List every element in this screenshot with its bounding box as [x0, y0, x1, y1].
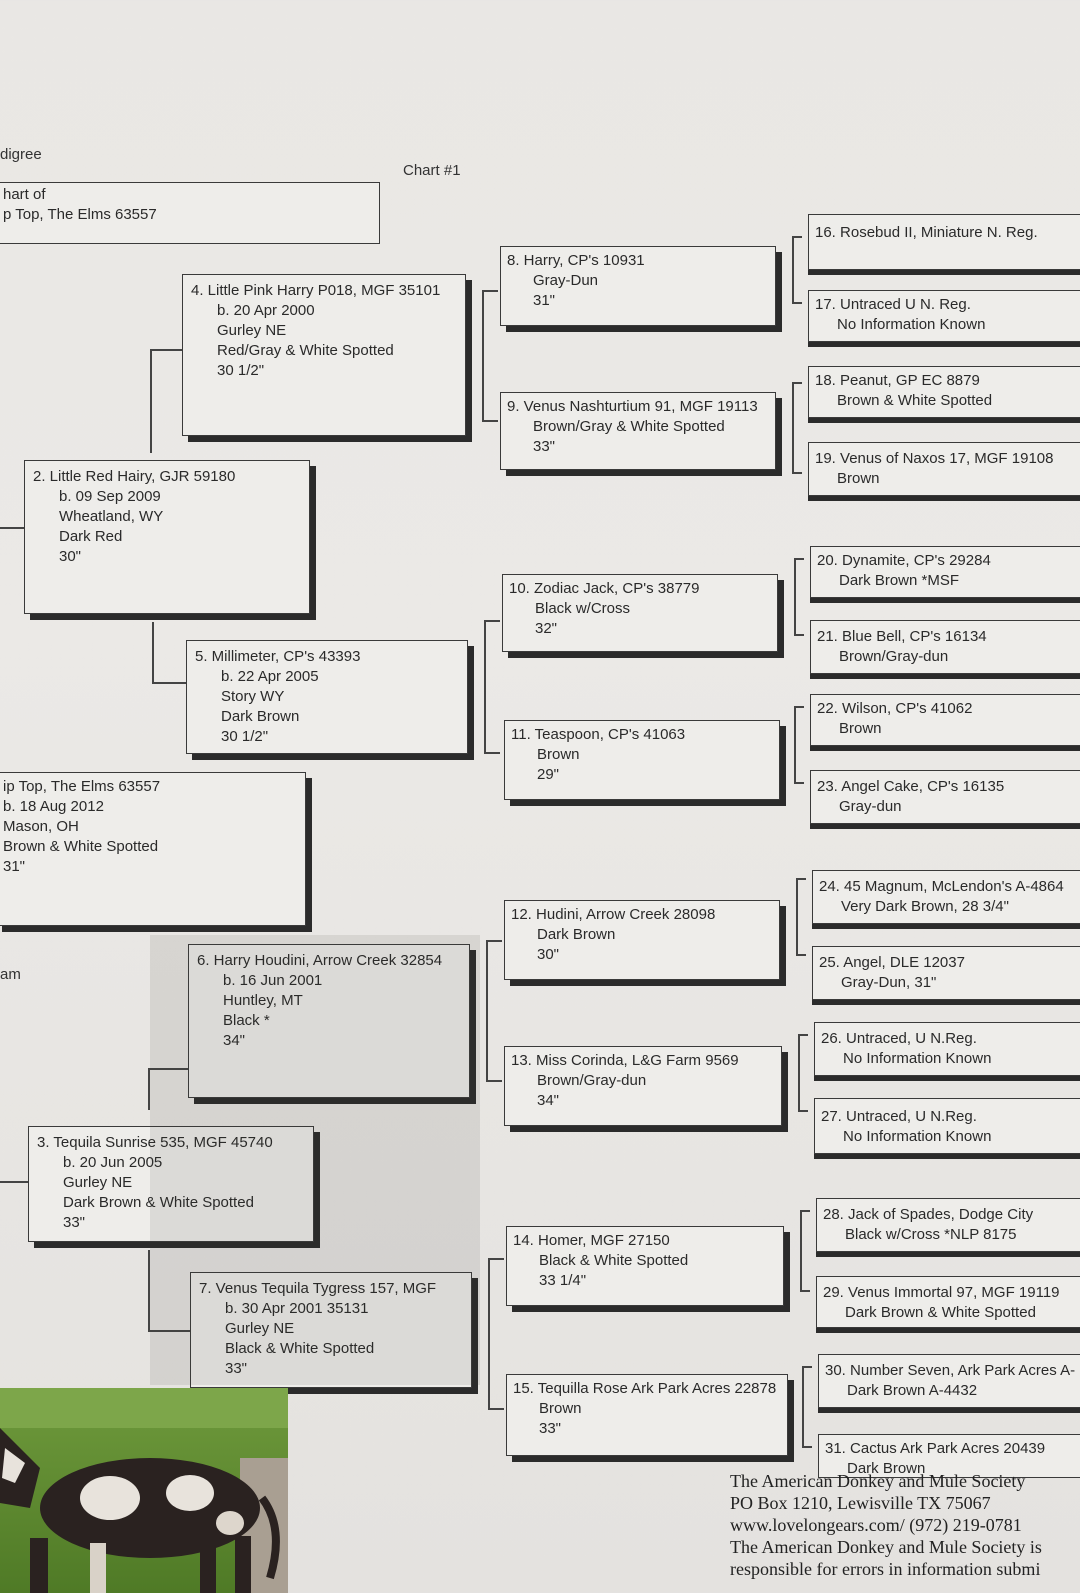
ancestor-27-box: 27. Untraced, U N.Reg. No Information Kn…	[814, 1098, 1080, 1154]
ancestor-25-box: 25. Angel, DLE 12037 Gray-Dun, 31"	[812, 946, 1080, 1000]
sire-box: 2. Little Red Hairy, GJR 59180 b. 09 Sep…	[24, 460, 310, 614]
ancestor-13-box: 13. Miss Corinda, L&G Farm 9569 Brown/Gr…	[504, 1046, 782, 1126]
ancestor-23-box: 23. Angel Cake, CP's 16135 Gray-dun	[810, 770, 1080, 824]
ancestor-30-box: 30. Number Seven, Ark Park Acres A- Dark…	[818, 1354, 1080, 1408]
sire-name: 2. Little Red Hairy, GJR 59180	[33, 468, 236, 485]
society-footer: The American Donkey and Mule Society PO …	[730, 1470, 1080, 1580]
chart-of-subject: p Top, The Elms 63557	[3, 206, 157, 223]
ancestor-16-box: 16. Rosebud II, Miniature N. Reg.	[808, 214, 1080, 270]
ancestor-7-box: 7. Venus Tequila Tygress 157, MGF b. 30 …	[190, 1272, 472, 1388]
ancestor-15-box: 15. Tequilla Rose Ark Park Acres 22878 B…	[506, 1374, 788, 1456]
dam-box: 3. Tequila Sunrise 535, MGF 45740 b. 20 …	[28, 1126, 314, 1242]
ancestor-26-box: 26. Untraced, U N.Reg. No Information Kn…	[814, 1022, 1080, 1076]
donkey-photo	[0, 1388, 288, 1593]
ancestor-31-box: 31. Cactus Ark Park Acres 20439 Dark Bro…	[818, 1434, 1080, 1478]
ancestor-22-box: 22. Wilson, CP's 41062 Brown	[810, 694, 1080, 746]
ancestor-28-box: 28. Jack of Spades, Dodge City Black w/C…	[816, 1198, 1080, 1252]
ancestor-9-box: 9. Venus Nashturtium 91, MGF 19113 Brown…	[500, 392, 776, 470]
ancestor-20-box: 20. Dynamite, CP's 29284 Dark Brown *MSF	[810, 546, 1080, 598]
society-disclaimer-2: responsible for errors in information su…	[730, 1559, 1041, 1579]
ancestor-8-box: 8. Harry, CP's 10931 Gray-Dun 31"	[500, 246, 776, 326]
ancestor-18-box: 18. Peanut, GP EC 8879 Brown & White Spo…	[808, 366, 1080, 418]
page-title: digree	[0, 146, 42, 163]
ancestor-14-box: 14. Homer, MGF 27150 Black & White Spott…	[506, 1226, 784, 1306]
dam-name: 3. Tequila Sunrise 535, MGF 45740	[37, 1134, 273, 1151]
ancestor-4-box: 4. Little Pink Harry P018, MGF 35101 b. …	[182, 274, 466, 436]
ancestor-17-box: 17. Untraced U N. Reg. No Information Kn…	[808, 290, 1080, 342]
donkey-photo-icon	[0, 1388, 288, 1593]
subject-box: ip Top, The Elms 63557 b. 18 Aug 2012 Ma…	[0, 772, 306, 926]
subject-name: ip Top, The Elms 63557	[3, 778, 161, 795]
chart-of-box: hart of p Top, The Elms 63557	[0, 182, 380, 244]
dam-label: am	[0, 966, 21, 983]
chart-label: Chart #1	[403, 162, 461, 179]
society-disclaimer-1: The American Donkey and Mule Society is	[730, 1537, 1042, 1557]
ancestor-19-box: 19. Venus of Naxos 17, MGF 19108 Brown	[808, 442, 1080, 496]
society-address: PO Box 1210, Lewisville TX 75067	[730, 1493, 991, 1513]
ancestor-11-box: 11. Teaspoon, CP's 41063 Brown 29"	[504, 720, 780, 800]
society-name: The American Donkey and Mule Society	[730, 1471, 1026, 1491]
ancestor-5-box: 5. Millimeter, CP's 43393 b. 22 Apr 2005…	[186, 640, 468, 754]
ancestor-6-box: 6. Harry Houdini, Arrow Creek 32854 b. 1…	[188, 944, 470, 1098]
ancestor-24-box: 24. 45 Magnum, McLendon's A-4864 Very Da…	[812, 870, 1080, 924]
society-contact: www.lovelongears.com/ (972) 219-0781	[730, 1515, 1022, 1535]
ancestor-10-box: 10. Zodiac Jack, CP's 38779 Black w/Cros…	[502, 574, 778, 652]
chart-of-label: hart of	[3, 186, 46, 203]
ancestor-21-box: 21. Blue Bell, CP's 16134 Brown/Gray-dun	[810, 620, 1080, 674]
ancestor-29-box: 29. Venus Immortal 97, MGF 19119 Dark Br…	[816, 1276, 1080, 1328]
ancestor-12-box: 12. Hudini, Arrow Creek 28098 Dark Brown…	[504, 900, 780, 980]
